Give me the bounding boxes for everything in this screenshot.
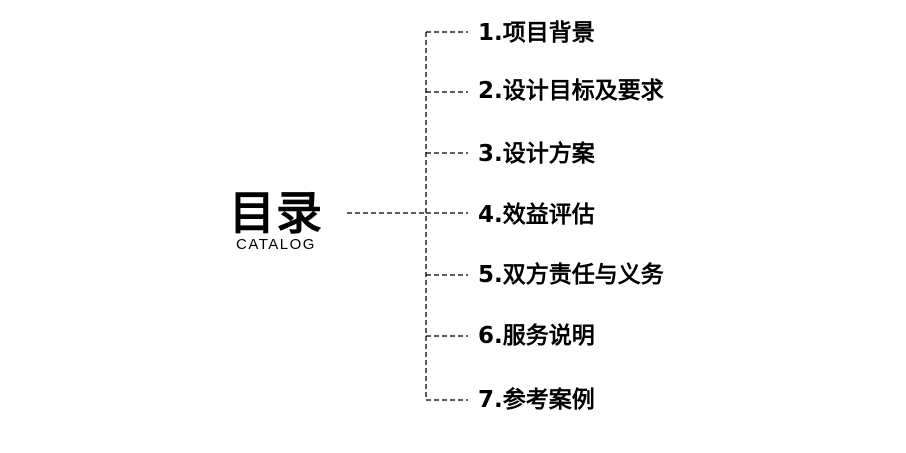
catalog-title: 目录 — [229, 186, 323, 240]
toc-item-benefit-evaluation[interactable]: 4.效益评估 — [478, 202, 595, 228]
toc-item-design-goals[interactable]: 2.设计目标及要求 — [478, 78, 664, 104]
toc-item-responsibilities[interactable]: 5.双方责任与义务 — [478, 262, 664, 288]
catalog-heading: 目录 CATALOG — [224, 186, 328, 253]
toc-item-service-description[interactable]: 6.服务说明 — [478, 323, 595, 349]
toc-item-design-plan[interactable]: 3.设计方案 — [478, 141, 595, 167]
toc-item-project-background[interactable]: 1.项目背景 — [478, 20, 595, 46]
toc-item-reference-cases[interactable]: 7.参考案例 — [478, 387, 595, 413]
catalog-subtitle: CATALOG — [236, 236, 316, 253]
